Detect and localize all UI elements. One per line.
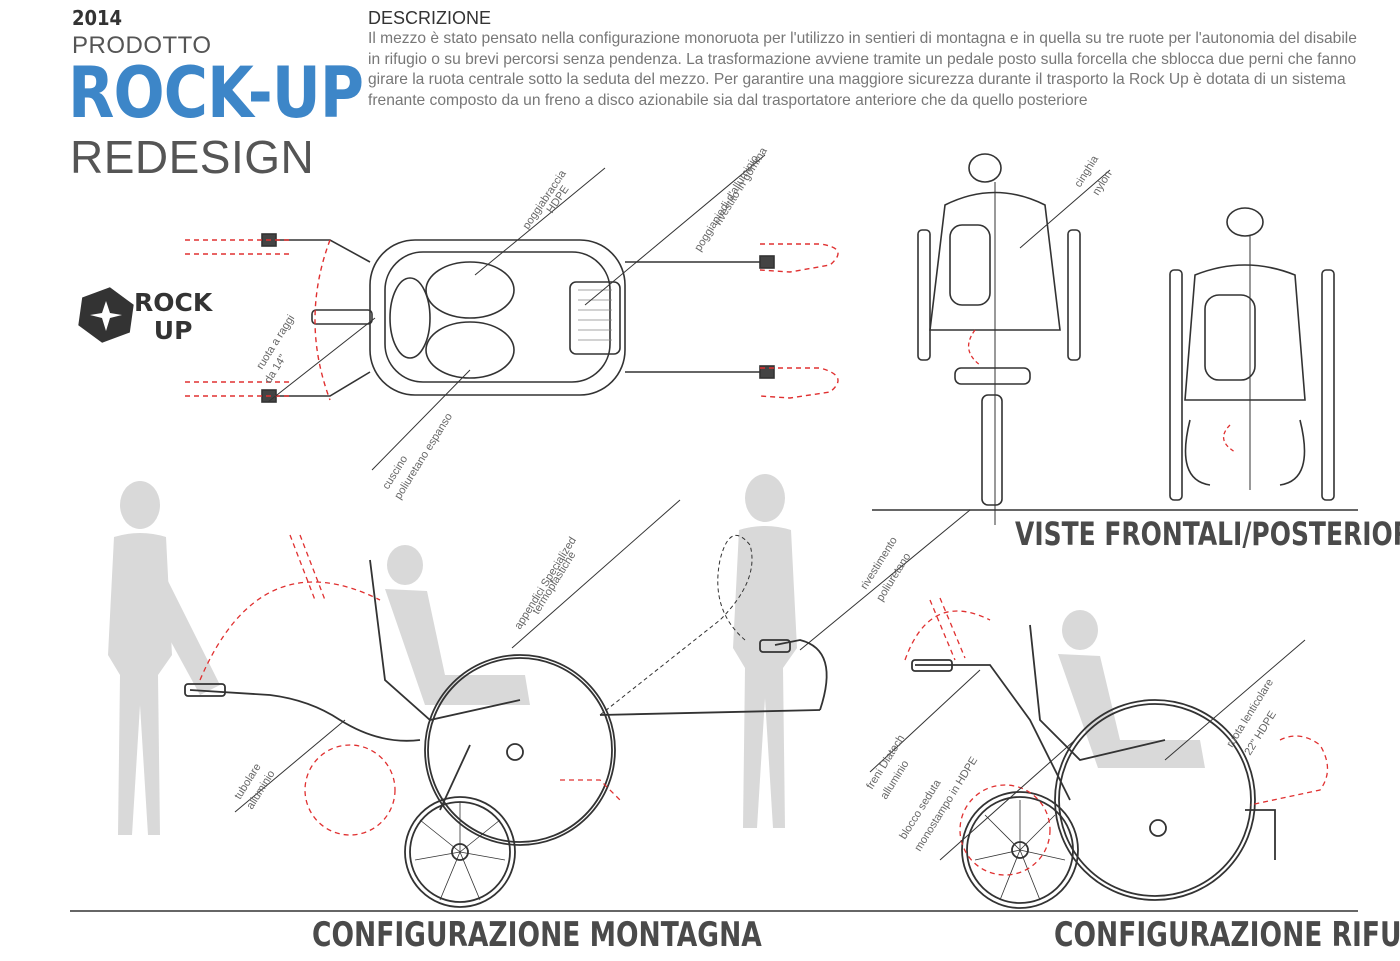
year-label: 2014	[72, 6, 123, 30]
footrest-plate	[569, 281, 621, 355]
mountain-alternate-config	[199, 534, 621, 836]
person-silhouettes	[108, 474, 1205, 835]
brand-title: ROCK-UP	[68, 52, 364, 134]
redesign-subtitle: REDESIGN	[70, 131, 315, 183]
logo-text: ROCK UP	[134, 289, 212, 345]
top-view-drawing	[261, 233, 775, 403]
top-view-frame	[369, 239, 626, 396]
mountain-config-drawing	[184, 559, 828, 908]
description-title: DESCRIZIONE	[368, 8, 492, 28]
callout-footrest-line2: rivestito in gomma	[712, 145, 770, 228]
section-title-refuge: CONFIGURAZIONE RIFUGIO	[1054, 915, 1400, 955]
section-title-mountain: CONFIGURAZIONE MONTAGNA	[312, 915, 762, 955]
back-view-drawing	[1169, 207, 1335, 501]
mountain-front-wheel	[404, 796, 516, 908]
front-wheel	[981, 394, 1003, 506]
front-view-drawing	[917, 153, 1081, 525]
logo-line-2: UP	[153, 316, 193, 345]
section-title-front-views: VISTE FRONTALI/POSTERIORI	[1015, 515, 1400, 553]
callout-lines	[234, 154, 1306, 861]
refuge-front-wheel	[961, 791, 1079, 909]
mountain-seat-wheel	[424, 654, 616, 846]
top-view-alternate-config	[185, 239, 839, 401]
refuge-seat-wheel	[1054, 699, 1256, 901]
refuge-config-drawing	[911, 624, 1276, 909]
passenger-silhouette-refuge	[1058, 610, 1205, 768]
mountain-disc-hub	[506, 743, 524, 761]
rockup-logo-icon	[78, 287, 134, 343]
wheel-top-view	[311, 309, 373, 325]
porter-left-silhouette	[108, 481, 220, 835]
description-text: Il mezzo è stato pensato nella configura…	[368, 30, 1357, 109]
refuge-alternate-config	[904, 597, 1329, 876]
mountain-dashed-arm	[599, 534, 753, 716]
porter-right-silhouette	[733, 474, 797, 828]
product-label: PRODOTTO	[72, 32, 212, 59]
callout-appendici-line1: appendici Specialized	[512, 535, 579, 632]
passenger-silhouette-mountain	[385, 545, 530, 705]
logo-line-1: ROCK	[134, 288, 213, 317]
